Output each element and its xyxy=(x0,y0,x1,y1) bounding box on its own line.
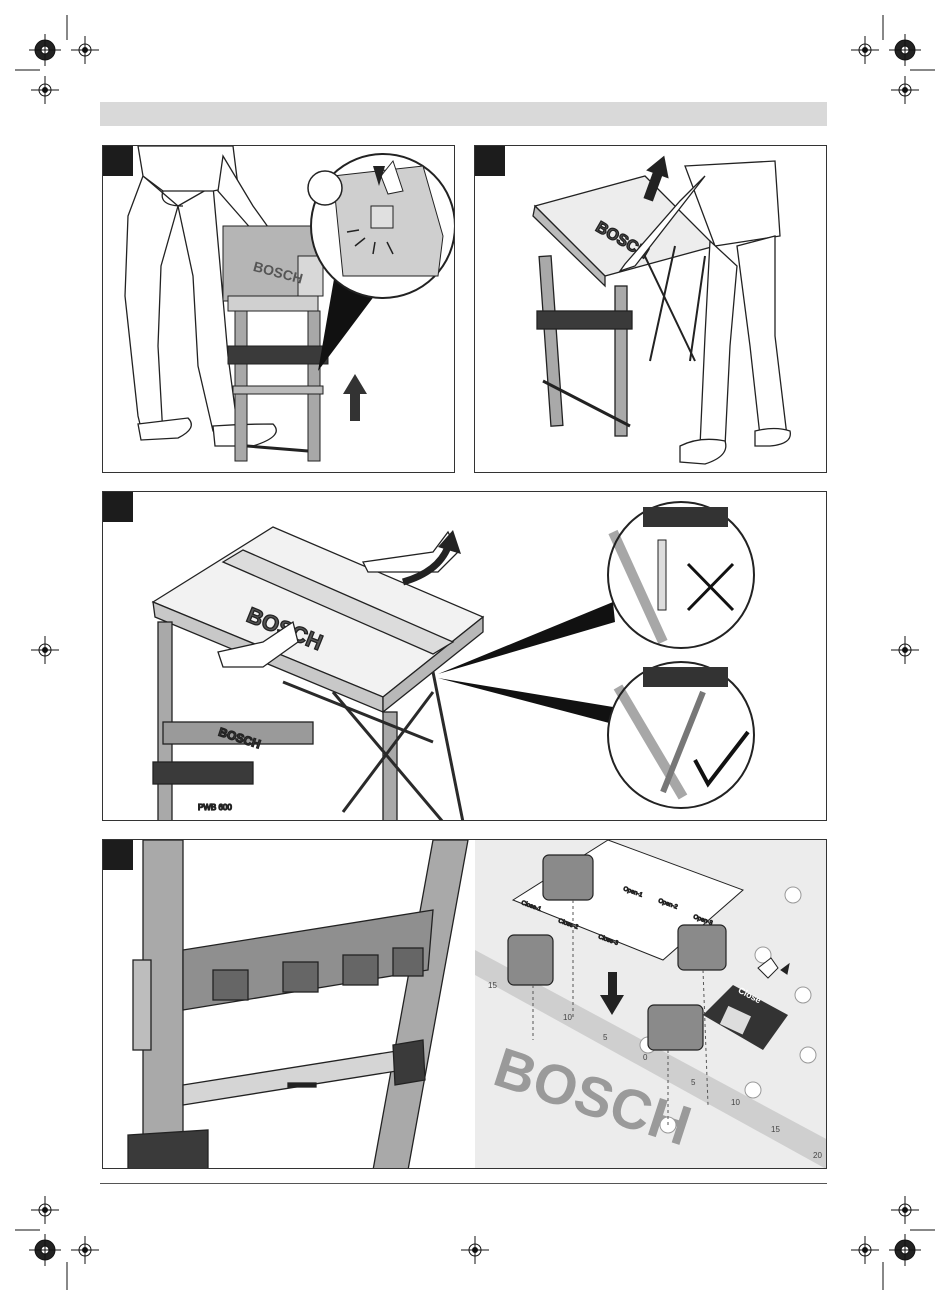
crosshair-icon xyxy=(71,36,99,64)
ruler-tick: 10 xyxy=(731,1098,740,1107)
header-bar xyxy=(100,102,827,126)
crosshair-icon xyxy=(891,1196,919,1224)
crosshair-icon xyxy=(889,34,921,66)
tabletop-closeup: BOSCH 15 10 5 0 5 10 15 20 Ope xyxy=(475,840,827,1169)
figure-4-panel: BOSCH 15 10 5 0 5 10 15 20 Ope xyxy=(102,839,827,1169)
figure-2-illustration: BOSCH xyxy=(475,146,827,473)
arrow-up-icon xyxy=(343,374,367,421)
crosshair-icon xyxy=(31,76,59,104)
detail-circle xyxy=(308,171,342,205)
wrong-callout xyxy=(608,502,754,648)
crosshair-icon xyxy=(461,1236,489,1264)
opening-bench: BOSCH xyxy=(533,176,715,436)
crosshair-icon xyxy=(891,636,919,664)
figure-3-illustration: BOSCH BOSCH PWB 600 xyxy=(103,492,827,821)
figure-1-panel: BOSCH xyxy=(102,145,455,473)
folded-bench: BOSCH xyxy=(223,226,328,461)
correct-callout xyxy=(608,662,754,808)
figure-3-panel: BOSCH BOSCH PWB 600 xyxy=(102,491,827,821)
stand-label: PWB 600 xyxy=(198,803,232,812)
crosshair-icon xyxy=(851,36,879,64)
crosshair-icon xyxy=(889,1234,921,1266)
ruler-tick: 0 xyxy=(643,1053,648,1062)
ruler-tick: 5 xyxy=(691,1078,696,1087)
crosshair-icon xyxy=(31,636,59,664)
figure-2-panel: BOSCH xyxy=(474,145,827,473)
ruler-tick: 15 xyxy=(488,981,497,990)
ruler-tick: 10 xyxy=(563,1013,572,1022)
ruler-tick: 15 xyxy=(771,1125,780,1134)
ruler-tick: 5 xyxy=(603,1033,608,1042)
figure-4-illustration: BOSCH 15 10 5 0 5 10 15 20 Ope xyxy=(103,840,827,1169)
crosshair-icon xyxy=(31,1196,59,1224)
zoom-callout xyxy=(308,154,455,371)
footer-rule xyxy=(100,1183,827,1184)
frame-closeup xyxy=(128,840,468,1169)
figure-1-illustration: BOSCH xyxy=(103,146,455,473)
crosshair-icon xyxy=(71,1236,99,1264)
crosshair-icon xyxy=(29,1234,61,1266)
crosshair-icon xyxy=(851,1236,879,1264)
ruler-tick: 20 xyxy=(813,1151,822,1160)
crosshair-icon xyxy=(891,76,919,104)
crosshair-icon xyxy=(29,34,61,66)
